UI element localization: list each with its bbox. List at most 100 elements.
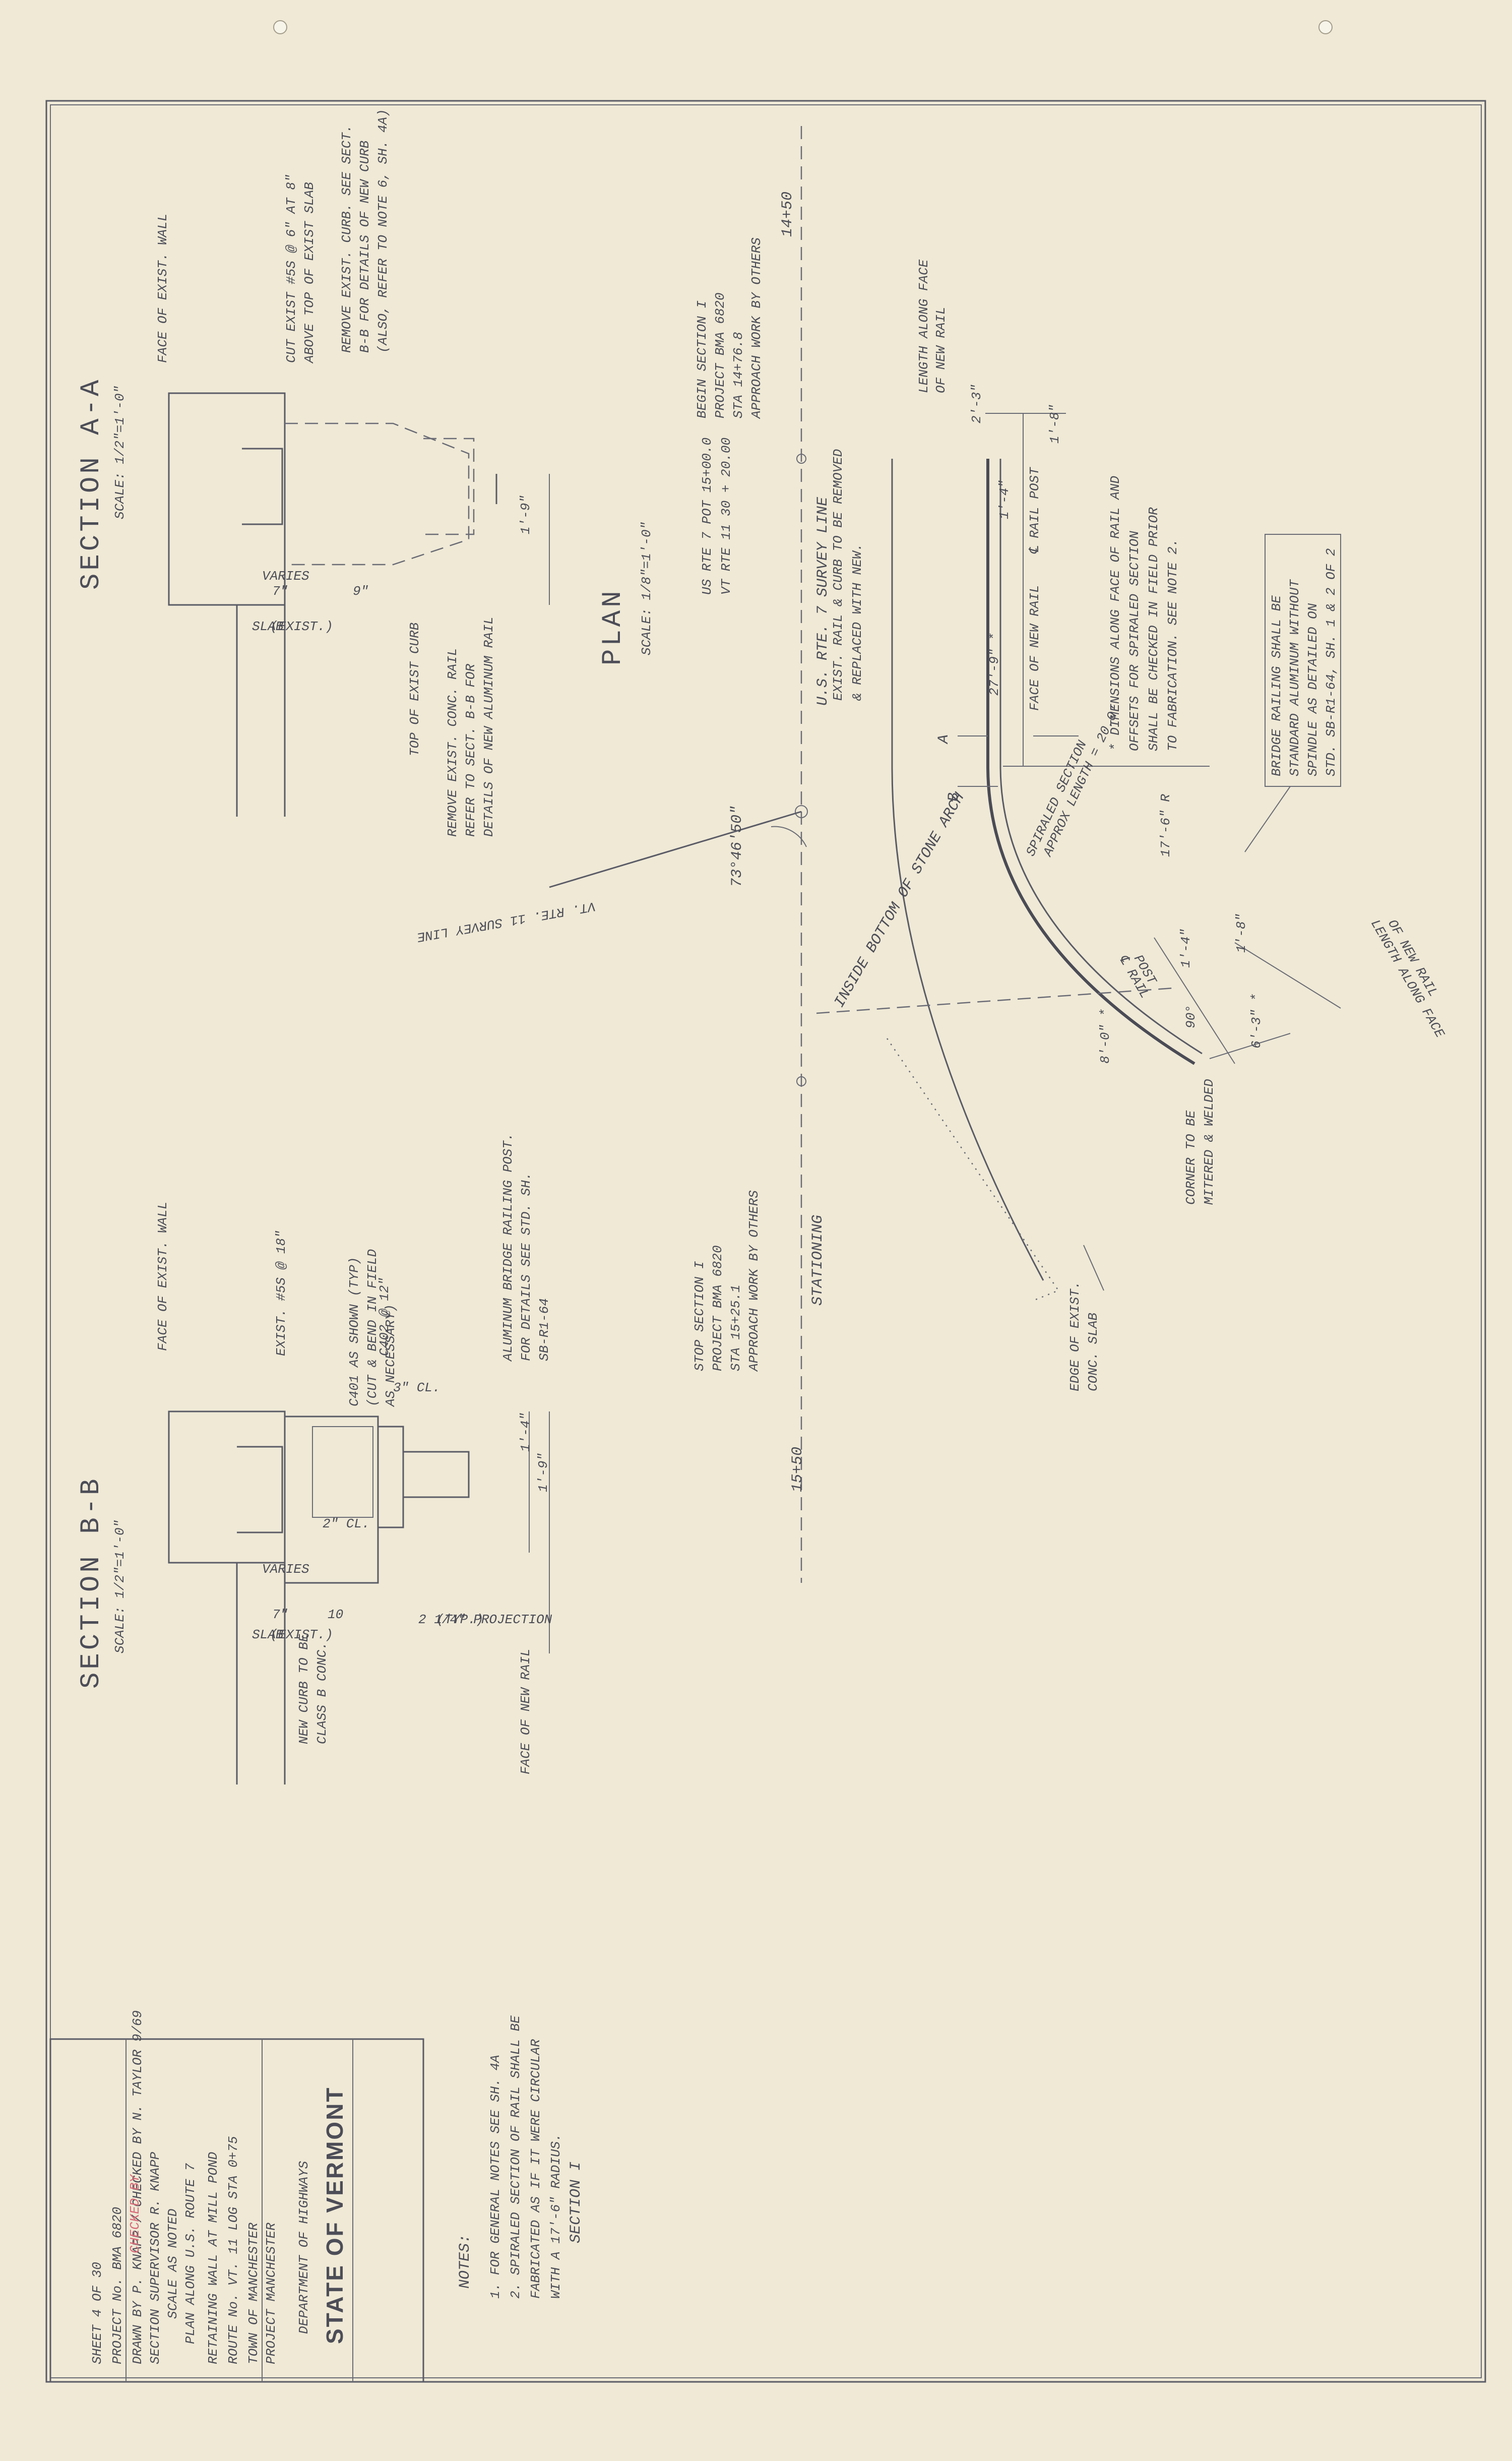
- plan-title: PLAN: [598, 588, 628, 665]
- post-note-line-2: FOR DETAILS SEE STD. SH.: [519, 1173, 534, 1361]
- stop-section-note-line-2: PROJECT BMA 6820: [710, 1245, 725, 1371]
- inside-bottom-label: INSIDE BOTTOM OF STONE ARCH: [831, 790, 968, 1011]
- section-aa-scale: SCALE: 1/2"=1'-0": [112, 386, 128, 519]
- dim-aa-9: 9": [353, 584, 368, 599]
- bridge-railing-note-line-4: STD. SB-R1-64, SH. 1 & 2 OF 2: [1324, 548, 1339, 776]
- length-along-face-line-2: OF NEW RAIL: [933, 306, 949, 393]
- title-block: [49, 2038, 424, 2383]
- dim-bb-3: 3" CL.: [393, 1380, 440, 1395]
- station-marker: [796, 1076, 806, 1086]
- new-curb-note-line-1: NEW CURB TO BE: [296, 1634, 311, 1744]
- slab-aa-line-2: (EXIST.): [270, 619, 333, 634]
- dim-6-3: 6'-3" *: [1249, 994, 1264, 1049]
- exist-rail-note-line-1: EXIST. RAIL & CURB TO BE REMOVED: [831, 449, 846, 701]
- dim-bb-14: 1'-4": [518, 1412, 533, 1452]
- dim-bb-7: 7": [272, 1607, 288, 1622]
- us-rte-pot-label-line-1: US RTE 7 POT 15+00.0: [700, 438, 715, 595]
- section-aa-title: SECTION A-A: [76, 377, 107, 590]
- post-note-line-3: SB-R1-64: [537, 1298, 552, 1361]
- notes-section: SECTION I: [568, 2162, 585, 2243]
- sheet-number: SHEET 4 OF 30: [90, 2262, 105, 2364]
- notes-heading: NOTES:: [457, 2234, 474, 2289]
- notes-item-line-4: WITH A 17'-6" RADIUS.: [548, 2133, 563, 2299]
- dim-1-4-b: 1'-4": [1178, 929, 1193, 968]
- dept-title: DEPARTMENT OF HIGHWAYS: [296, 2161, 311, 2334]
- aluminum-post-base: [377, 1426, 404, 1528]
- slab-bb-line-1: SLAB: [252, 1627, 283, 1642]
- edge-slab-note-line-2: CONC. SLAB: [1086, 1313, 1101, 1391]
- face-rail-label: FACE OF NEW RAIL: [518, 1648, 533, 1774]
- vt-rte-11-survey-line: [549, 811, 802, 888]
- dim-8-0: 8'-0" *: [1098, 1009, 1113, 1064]
- bridge-railing-note-box: [1265, 534, 1341, 787]
- stop-section-note-line-3: STA 15+25.1: [728, 1284, 743, 1371]
- c401-note-line-2: (CUT & BEND IN FIELD: [365, 1249, 380, 1406]
- intersection-angle: 73°46'50": [729, 806, 746, 887]
- dimensions-note-line-1: * DIMENSIONS ALONG FACE OF RAIL AND: [1108, 476, 1123, 751]
- section-aa: [168, 392, 550, 817]
- route-label: ROUTE No. VT. 11 LOG STA 0+75: [226, 2136, 241, 2364]
- remove-curb-note-line-1: REMOVE EXIST. CURB. SEE SECT.: [339, 125, 354, 353]
- exist-5s-label: EXIST. #5S @ 18": [274, 1230, 289, 1356]
- state-title: STATE OF VERMONT: [322, 2086, 348, 2344]
- edge-slab-note-line-1: EDGE OF EXIST.: [1067, 1281, 1083, 1391]
- punch-hole-icon: [1318, 20, 1333, 34]
- remove-rail-note-line-3: DETAILS OF NEW ALUMINUM RAIL: [481, 617, 496, 837]
- dimensions-note-line-4: TO FABRICATION. SEE NOTE 2.: [1165, 539, 1180, 751]
- remove-rail-note-line-1: REMOVE EXIST. CONC. RAIL: [445, 648, 460, 837]
- supervisor-label: SECTION SUPERVISOR R. KNAPP: [148, 2151, 163, 2364]
- dim-2-3: 2'-3": [969, 384, 984, 423]
- dim-aa-top: 1'-9": [518, 495, 533, 534]
- dimensions-note-line-3: SHALL BE CHECKED IN FIELD PRIOR: [1146, 507, 1161, 751]
- begin-section-note-line-2: PROJECT BMA 6820: [713, 292, 728, 418]
- dim-1-8-b: 1'-8": [1234, 913, 1249, 953]
- corner-leader: [1209, 1033, 1291, 1059]
- c402-label: C402 @ 12": [377, 1277, 392, 1356]
- top-curb-label: TOP OF EXIST CURB: [407, 623, 422, 756]
- dim-extension: [1154, 937, 1235, 1064]
- dim-1-8: 1'-8": [1047, 404, 1062, 444]
- dim-27-9: 27'-9" *: [987, 633, 1002, 696]
- begin-section-note-line-4: APPROACH WORK BY OTHERS: [749, 237, 764, 419]
- bridge-railing-note-line-1: BRIDGE RAILING SHALL BE: [1269, 595, 1284, 776]
- plan-scale: SCALE: 1/8"=1'-0": [639, 522, 654, 655]
- title-block-frame: [49, 2038, 424, 2383]
- remove-rail-note-line-2: REFER TO SECT. B-B FOR: [463, 663, 478, 837]
- face-wall-aa-label: FACE OF EXIST. WALL: [155, 214, 170, 363]
- dimensions-note-line-2: OFFSETS FOR SPIRALED SECTION: [1127, 531, 1142, 751]
- length-leader: [1234, 942, 1341, 1009]
- projection-label-line-1: 2 1/4" PROJECTION: [418, 1612, 552, 1627]
- notes-item-line-1: 1. FOR GENERAL NOTES SEE SH. 4A: [488, 2055, 503, 2299]
- new-curb-note-line-2: CLASS B CONC.: [314, 1642, 330, 1744]
- post-note-line-1: ALUMINUM BRIDGE RAILING POST.: [500, 1133, 516, 1362]
- project-label: PROJECT MANCHESTER: [264, 2223, 279, 2364]
- notes-item-line-3: FABRICATED AS IF IT WERE CIRCULAR: [528, 2039, 543, 2299]
- existing-curb-aa: [285, 422, 470, 566]
- notes-item-line-2: 2. SPIRALED SECTION OF RAIL SHALL BE: [508, 2015, 523, 2299]
- aluminum-post: [402, 1451, 470, 1498]
- dim-bb-2: 2" CL.: [323, 1516, 370, 1531]
- section-bb: [168, 1410, 550, 1785]
- punch-hole-icon: [273, 20, 287, 34]
- cut-exist-note-line-1: CUT EXIST #5S @ 6" AT 8": [284, 174, 299, 363]
- edge-slab-leader: [1083, 1245, 1104, 1291]
- stop-section-note-line-1: STOP SECTION I: [692, 1261, 707, 1371]
- plan-view: [549, 126, 1341, 1583]
- slab-bb-line-2: (EXIST.): [270, 1627, 333, 1642]
- face-new-rail-label: FACE OF NEW RAIL: [1027, 585, 1042, 711]
- rebar-aa-2: [423, 438, 475, 535]
- project-number: PROJECT No. BMA 6820: [110, 2207, 125, 2364]
- new-rail-back: [999, 459, 1203, 1055]
- c401-note-line-1: C401 AS SHOWN (TYP): [347, 1257, 362, 1406]
- dim-1-4: 1'-4": [997, 480, 1012, 519]
- cut-label-b: B: [946, 792, 963, 802]
- corner-mitered-note-line-2: MITERED & WELDED: [1202, 1079, 1217, 1205]
- us-rte-pot-label-line-2: VT RTE 11 30 + 20.00: [719, 438, 734, 595]
- remove-curb-note-line-2: B-B FOR DETAILS OF NEW CURB: [357, 141, 372, 353]
- cut-label-a: A: [935, 734, 953, 745]
- projection-label-line-2: (TYP.): [436, 1612, 484, 1627]
- stationing-label: STATIONING: [809, 1215, 827, 1306]
- dim-bb-19: 1'-9": [536, 1453, 551, 1492]
